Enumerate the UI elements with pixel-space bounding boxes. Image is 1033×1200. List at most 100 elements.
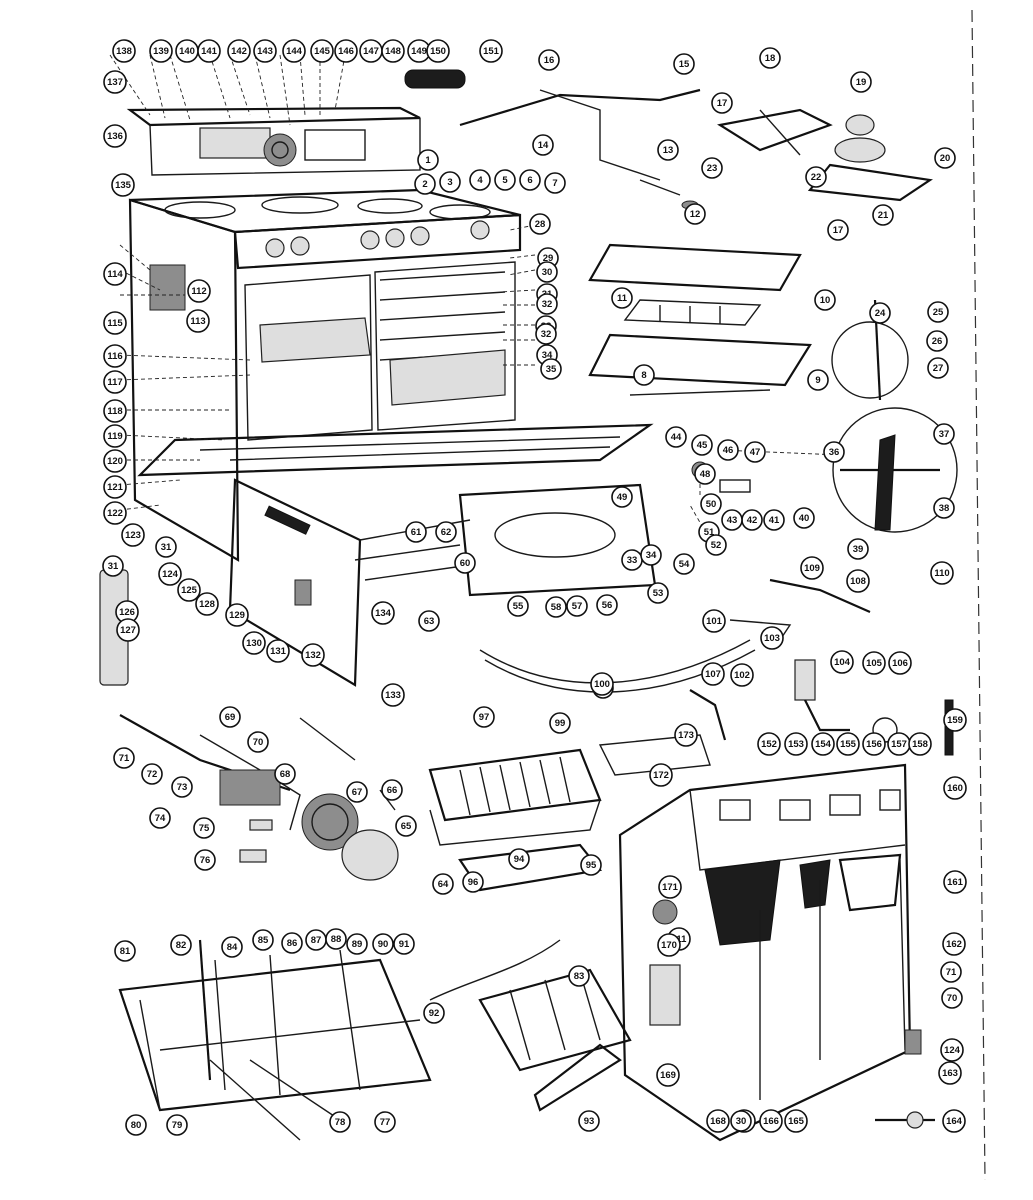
callout-number: 50 xyxy=(706,499,717,510)
callout-66: 66 xyxy=(381,779,403,801)
callout-number: 143 xyxy=(257,46,273,57)
callout-86: 86 xyxy=(281,932,303,954)
callout-number: 92 xyxy=(429,1008,440,1019)
callout-9: 9 xyxy=(807,369,829,391)
callout-135: 135 xyxy=(111,173,135,197)
callout-circle xyxy=(784,732,808,756)
callout-37: 37 xyxy=(933,423,955,445)
callout-circle xyxy=(711,92,733,114)
callout-circle xyxy=(942,932,966,956)
callout-circle xyxy=(846,569,870,593)
callout-166: 166 xyxy=(759,1109,783,1133)
callout-circle xyxy=(701,662,725,686)
callout-151: 151 xyxy=(479,39,503,63)
callout-circle xyxy=(103,370,127,394)
callout-circle xyxy=(657,139,679,161)
callout-140: 140 xyxy=(175,39,199,63)
callout-circle xyxy=(701,157,723,179)
callout-number: 152 xyxy=(761,739,777,750)
callout-circle xyxy=(166,1114,188,1136)
callout-number: 67 xyxy=(352,787,363,798)
callout-circle xyxy=(454,552,476,574)
callout-56: 56 xyxy=(596,594,618,616)
callout-circle xyxy=(656,1063,680,1087)
callout-number: 147 xyxy=(363,46,379,57)
callout-number: 35 xyxy=(546,364,557,375)
callout-number: 26 xyxy=(932,336,943,347)
callout-circle xyxy=(405,521,427,543)
callout-circle xyxy=(549,712,571,734)
callout-number: 70 xyxy=(253,737,264,748)
callout-circle xyxy=(274,763,296,785)
callout-circle xyxy=(432,873,454,895)
callout-number: 34 xyxy=(542,350,553,361)
callout-31: 31 xyxy=(102,555,124,577)
callout-number: 19 xyxy=(856,77,867,88)
callout-circle xyxy=(149,39,173,63)
callout-circle xyxy=(423,1002,445,1024)
callout-number: 130 xyxy=(246,638,262,649)
callout-45: 45 xyxy=(691,434,713,456)
callout-circle xyxy=(943,776,967,800)
callout-number: 83 xyxy=(574,971,585,982)
page-edge-line xyxy=(971,9,986,1181)
callout-circle xyxy=(633,364,655,386)
callout-number: 161 xyxy=(947,877,964,888)
callout-133: 133 xyxy=(381,683,405,707)
callout-143: 143 xyxy=(253,39,277,63)
callout-number: 76 xyxy=(200,855,211,866)
callout-83: 83 xyxy=(568,965,590,987)
callout-103: 103 xyxy=(760,626,784,650)
callout-circle xyxy=(529,213,551,235)
callout-number: 100 xyxy=(594,679,610,690)
burner-assembly xyxy=(404,69,933,210)
callout-92: 92 xyxy=(423,1002,445,1024)
callout-number: 38 xyxy=(939,503,950,514)
callout-number: 110 xyxy=(934,568,949,579)
callout-number: 144 xyxy=(286,46,303,57)
callout-number: 168 xyxy=(710,1116,726,1127)
callout-circle xyxy=(103,475,127,499)
callout-number: 121 xyxy=(107,482,124,493)
callout-number: 103 xyxy=(764,633,780,644)
callout-number: 42 xyxy=(747,515,758,526)
callout-129: 129 xyxy=(225,603,249,627)
callout-number: 32 xyxy=(541,329,552,340)
callout-number: 91 xyxy=(399,939,410,950)
callout-circle xyxy=(253,39,277,63)
callout-number: 109 xyxy=(804,563,820,574)
callout-156: 156 xyxy=(862,732,886,756)
callout-circle xyxy=(187,279,211,303)
callout-number: 17 xyxy=(717,98,728,109)
callout-25: 25 xyxy=(927,301,949,323)
callout-number: 128 xyxy=(199,599,215,610)
callout-number: 12 xyxy=(690,209,701,220)
callout-number: 39 xyxy=(853,544,864,555)
callout-number: 58 xyxy=(551,602,562,613)
callout-number: 31 xyxy=(161,542,172,553)
callout-circle xyxy=(538,49,560,71)
callout-74: 74 xyxy=(149,807,171,829)
callout-circle xyxy=(933,497,955,519)
callout-circle xyxy=(103,262,127,286)
callout-circle xyxy=(927,301,949,323)
callout-number: 37 xyxy=(939,429,950,440)
callout-number: 14 xyxy=(538,140,549,151)
callout-number: 87 xyxy=(311,935,322,946)
callout-number: 119 xyxy=(107,431,122,442)
callout-number: 72 xyxy=(147,769,158,780)
callout-27: 27 xyxy=(927,357,949,379)
callout-number: 7 xyxy=(552,178,557,189)
callout-22: 22 xyxy=(805,166,827,188)
callout-circle xyxy=(219,706,241,728)
callout-84: 84 xyxy=(221,936,243,958)
callout-number: 17 xyxy=(833,225,844,236)
callout-circle xyxy=(103,501,127,525)
callout-circle xyxy=(943,870,967,894)
callout-circle xyxy=(705,534,727,556)
callout-89: 89 xyxy=(346,933,368,955)
callout-circle xyxy=(111,173,135,197)
callout-leaders xyxy=(109,54,841,541)
callout-132: 132 xyxy=(301,643,325,667)
